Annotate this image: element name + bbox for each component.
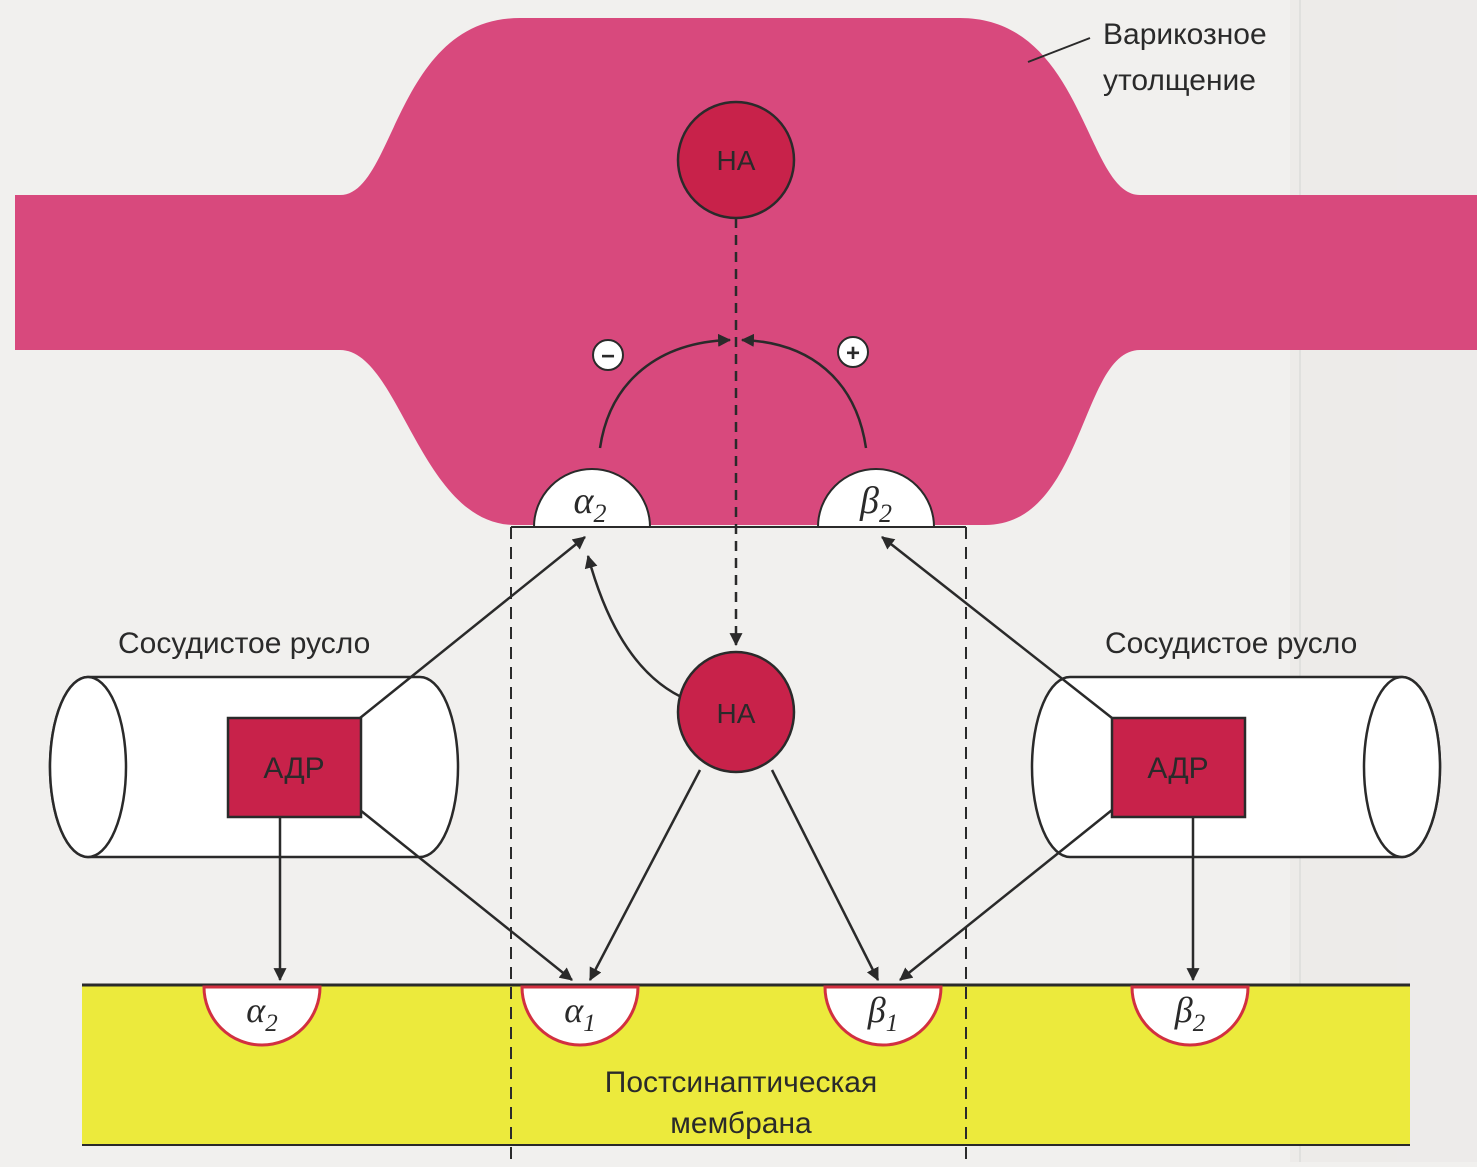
vessel-left-label: Сосудистое русло <box>118 627 370 660</box>
post-alpha2-receptor: α2 <box>202 985 322 1047</box>
post-alpha1-sub: 1 <box>583 1010 596 1037</box>
adr-molecule-left: АДР <box>226 716 363 819</box>
vessel-right-label: Сосудистое русло <box>1105 627 1357 660</box>
svg-text:α2: α2 <box>246 990 277 1037</box>
post-beta2-sub: 2 <box>1193 1010 1206 1037</box>
post-alpha2-base: α <box>246 990 266 1030</box>
post-beta1-sub: 1 <box>886 1010 899 1037</box>
minus-sign-label: − <box>601 343 615 370</box>
feedback-arc-beta2 <box>740 333 868 449</box>
plus-sign-label: + <box>846 340 860 367</box>
post-beta2-receptor: β2 <box>1130 985 1250 1047</box>
post-beta1-base: β <box>867 990 886 1030</box>
varicosity-label-line1: Варикозное <box>1103 18 1267 51</box>
pre-beta2-receptor: β2 <box>816 468 936 528</box>
adr-molecule-right: АДР <box>1110 716 1247 819</box>
svg-text:α1: α1 <box>564 990 595 1037</box>
na-molecule-top: НА <box>676 100 796 220</box>
post-alpha1-receptor: α1 <box>520 985 640 1047</box>
svg-text:β1: β1 <box>867 990 898 1037</box>
varicosity-label-line2: утолщение <box>1103 64 1256 97</box>
plus-sign: + <box>837 336 869 368</box>
adr-right-label: АДР <box>1147 752 1208 785</box>
pre-alpha2-base: α <box>574 480 595 522</box>
na-to-beta1-arrow <box>770 769 880 981</box>
post-alpha1-base: α <box>564 990 584 1030</box>
post-alpha2-sub: 2 <box>265 1010 278 1037</box>
minus-sign: − <box>592 339 624 371</box>
na-molecule-center: НА <box>676 650 796 774</box>
na-to-alpha1-arrow <box>588 769 702 981</box>
membrane-label-line2: мембрана <box>670 1107 812 1140</box>
membrane-label-line1: Постсинаптическая <box>605 1066 877 1099</box>
pre-beta2-base: β <box>859 480 879 522</box>
pre-alpha2-receptor: α2 <box>532 468 652 528</box>
pre-beta2-sub: 2 <box>879 499 892 528</box>
post-beta2-base: β <box>1174 990 1193 1030</box>
feedback-arc-alpha2 <box>598 333 732 449</box>
adr-right-to-beta1-arrow <box>899 809 1113 981</box>
varicosity-leader-line <box>1027 37 1091 63</box>
na-to-pre-alpha2-arrow <box>584 554 689 702</box>
post-beta1-receptor: β1 <box>823 985 943 1047</box>
axon-varicosity <box>15 18 1477 525</box>
svg-text:α2: α2 <box>574 480 607 528</box>
pre-alpha2-sub: 2 <box>593 499 606 528</box>
adr-left-label: АДР <box>263 752 324 785</box>
adr-left-to-alpha1-arrow <box>359 809 573 981</box>
adr-right-to-pre-beta2-arrow <box>881 536 1113 719</box>
na-top-label: НА <box>717 145 756 176</box>
na-center-label: НА <box>717 698 756 729</box>
adr-left-to-pre-alpha2-arrow <box>359 536 586 719</box>
svg-text:β2: β2 <box>1174 990 1205 1037</box>
background-texture <box>1290 0 1477 1162</box>
svg-text:β2: β2 <box>859 480 892 528</box>
